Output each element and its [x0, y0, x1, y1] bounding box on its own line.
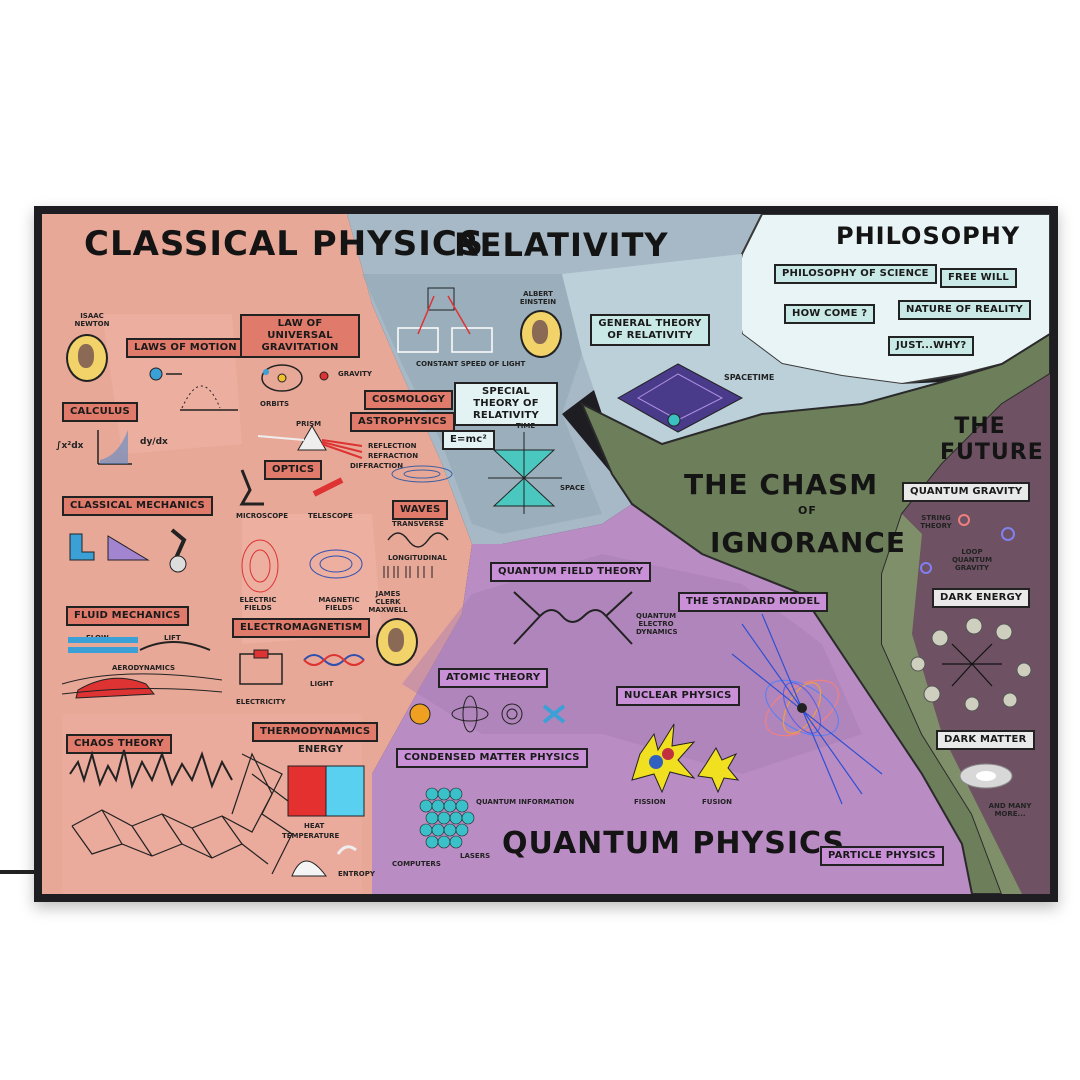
label-emc2: E=mc² [442, 430, 495, 450]
lift-caption: LIFT [164, 634, 181, 642]
spacetime-caption: SPACETIME [724, 373, 775, 382]
label-dark-energy: DARK ENERGY [932, 588, 1031, 608]
newton-caption: ISAAC NEWTON [74, 312, 110, 328]
label-atomic-theory: ATOMIC THEORY [438, 668, 549, 688]
microscope-icon [239, 469, 264, 506]
derivative-text: dy/dx [140, 437, 168, 447]
prism-caption: PRISM [296, 420, 322, 428]
label-calculus: CALCULUS [62, 402, 138, 422]
orbit-icon [261, 364, 303, 392]
einstein-portrait [520, 310, 562, 358]
label-chaos-theory: CHAOS THEORY [66, 734, 172, 754]
telescope-icon [312, 477, 344, 497]
chasm-title-line1: THE CHASM [684, 468, 879, 501]
label-quantum-gravity: QUANTUM GRAVITY [902, 482, 1031, 502]
label-electromagnetism: ELECTROMAGNETISM [232, 618, 371, 638]
energy-caption: ENERGY [298, 744, 343, 755]
label-cosmology: COSMOLOGY [364, 390, 454, 410]
feynman-diagram [513, 591, 633, 645]
longitudinal-caption: LONGITUDINAL [388, 554, 447, 562]
chaos-wave [69, 749, 233, 790]
fusion-icon [697, 746, 740, 794]
microscope-caption: MICROSCOPE [236, 512, 289, 520]
label-nature-of-reality: NATURE OF REALITY [898, 300, 1031, 320]
label-special-relativity: SPECIAL THEORY OF RELATIVITY [454, 382, 558, 426]
fusion-caption: FUSION [702, 798, 732, 806]
heat-caption: HEAT [304, 822, 325, 830]
orbits-caption: ORBITS [260, 400, 290, 408]
relativity-title: RELATIVITY [454, 226, 669, 264]
entropy-caption: ENTROPY [338, 870, 375, 878]
qed-caption: QUANTUM ELECTRO DYNAMICS [636, 612, 678, 636]
telescope-caption: TELESCOPE [308, 512, 353, 520]
label-thermodynamics: THERMODYNAMICS [252, 722, 379, 742]
transverse-caption: TRANSVERSE [392, 520, 444, 528]
kettle-icon [291, 860, 327, 877]
electricity-caption: ELECTRICITY [236, 698, 286, 706]
label-classical-mechanics: CLASSICAL MECHANICS [62, 496, 213, 516]
chasm-strip [882, 514, 1022, 894]
electric-fields-caption: ELECTRIC FIELDS [239, 596, 277, 612]
refraction-caption: REFRACTION [368, 452, 419, 460]
fission-caption: FISSION [634, 798, 666, 806]
label-quantum-field-theory: QUANTUM FIELD THEORY [490, 562, 652, 582]
label-nuclear-physics: NUCLEAR PHYSICS [616, 686, 740, 706]
label-universal-gravitation: LAW OF UNIVERSAL GRAVITATION [240, 314, 360, 358]
particle-burst [731, 613, 883, 805]
label-free-will: FREE WILL [940, 268, 1017, 288]
diffraction-caption: DIFFRACTION [350, 462, 404, 470]
label-fluid-mechanics: FLUID MECHANICS [66, 606, 189, 626]
aerodynamics-caption: AERODYNAMICS [112, 664, 176, 672]
space-caption: SPACE [560, 484, 585, 492]
newton-portrait [66, 334, 108, 382]
integral-text: ∫x²dx [56, 441, 84, 451]
illustrations [61, 287, 1032, 877]
maxwell-caption: JAMES CLERK MAXWELL [368, 590, 408, 614]
computers-caption: COMPUTERS [392, 860, 441, 868]
maxwell-portrait [376, 618, 418, 666]
poster-canvas: CLASSICAL PHYSICS RELATIVITY PHILOSOPHY … [42, 214, 1050, 894]
label-philosophy-of-science: PHILOSOPHY OF SCIENCE [774, 264, 937, 284]
loop-quantum-gravity-caption: LOOP QUANTUM GRAVITY [951, 548, 993, 572]
quantum-information-caption: QUANTUM INFORMATION [476, 798, 575, 806]
classical-title: CLASSICAL PHYSICS [84, 224, 484, 264]
future-region [882, 374, 1050, 894]
label-waves: WAVES [392, 500, 449, 520]
prism-icon [297, 425, 327, 451]
label-dark-matter: DARK MATTER [936, 730, 1035, 750]
lasers-caption: LASERS [460, 852, 491, 860]
spacetime-grid [616, 363, 744, 433]
label-optics: OPTICS [264, 460, 323, 480]
label-condensed-matter: CONDENSED MATTER PHYSICS [396, 748, 588, 768]
label-how-come: HOW COME ? [784, 304, 876, 324]
string-theory-caption: STRING THEORY [920, 514, 952, 530]
chasm-title-line2: IGNORANCE [710, 526, 906, 559]
dark-energy-galaxies [910, 617, 1032, 712]
label-standard-model: THE STANDARD MODEL [678, 592, 828, 612]
ball-icon [149, 367, 163, 381]
label-particle-physics: PARTICLE PHYSICS [820, 846, 944, 866]
gravity-caption: GRAVITY [338, 370, 372, 378]
fission-icon [631, 723, 696, 794]
reflection-caption: REFLECTION [368, 442, 417, 450]
lattice-icon [419, 787, 475, 849]
light-caption: LIGHT [310, 680, 334, 688]
philosophy-title: PHILOSOPHY [836, 222, 1021, 250]
constant-speed-caption: CONSTANT SPEED OF LIGHT [416, 360, 526, 368]
einstein-caption: ALBERT EINSTEIN [519, 290, 557, 306]
time-caption: TIME [516, 422, 536, 430]
label-general-relativity: GENERAL THEORY OF RELATIVITY [590, 314, 710, 346]
wall-cable [0, 870, 40, 874]
magnetic-fields-caption: MAGNETIC FIELDS [318, 596, 360, 612]
temperature-caption: TEMPERATURE [282, 832, 340, 840]
chasm-title-of: OF [798, 504, 817, 517]
and-many-more-caption: AND MANY MORE... [988, 802, 1032, 818]
quantum-title: QUANTUM PHYSICS [502, 826, 846, 861]
label-just-why: JUST...WHY? [888, 336, 975, 356]
label-astrophysics: ASTROPHYSICS [350, 412, 455, 432]
